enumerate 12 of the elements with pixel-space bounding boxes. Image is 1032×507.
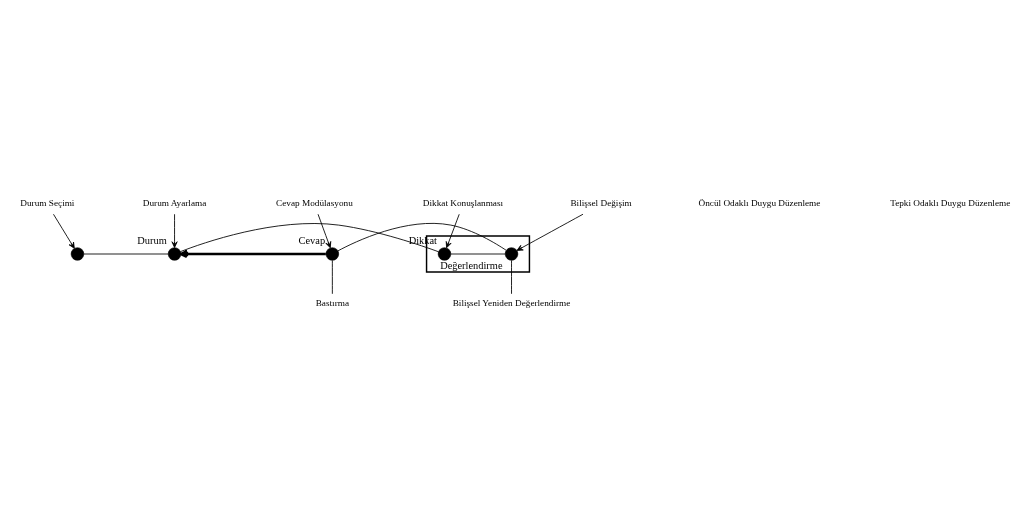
node-label: Cevap (298, 234, 326, 246)
node-label: Durum (137, 234, 167, 246)
node-text: Bastırma (315, 297, 350, 308)
node-label: Değerlendirme (440, 259, 503, 271)
label: Öncül Odaklı Duygu Düzenleme (698, 197, 821, 208)
node-text: Dikkat Konuşlanması (422, 197, 504, 208)
node-text: Bilişsel Değişim (570, 197, 632, 208)
node-text: Durum Ayarlama (142, 197, 207, 208)
node-text: Durum Seçimi (20, 197, 75, 208)
label: Tepki Odaklı Duygu Düzenleme (890, 197, 1011, 208)
node-text: Cevap Modülasyonu (276, 197, 353, 208)
node-text: Bilişsel Yeniden Değerlendirme (452, 297, 571, 308)
